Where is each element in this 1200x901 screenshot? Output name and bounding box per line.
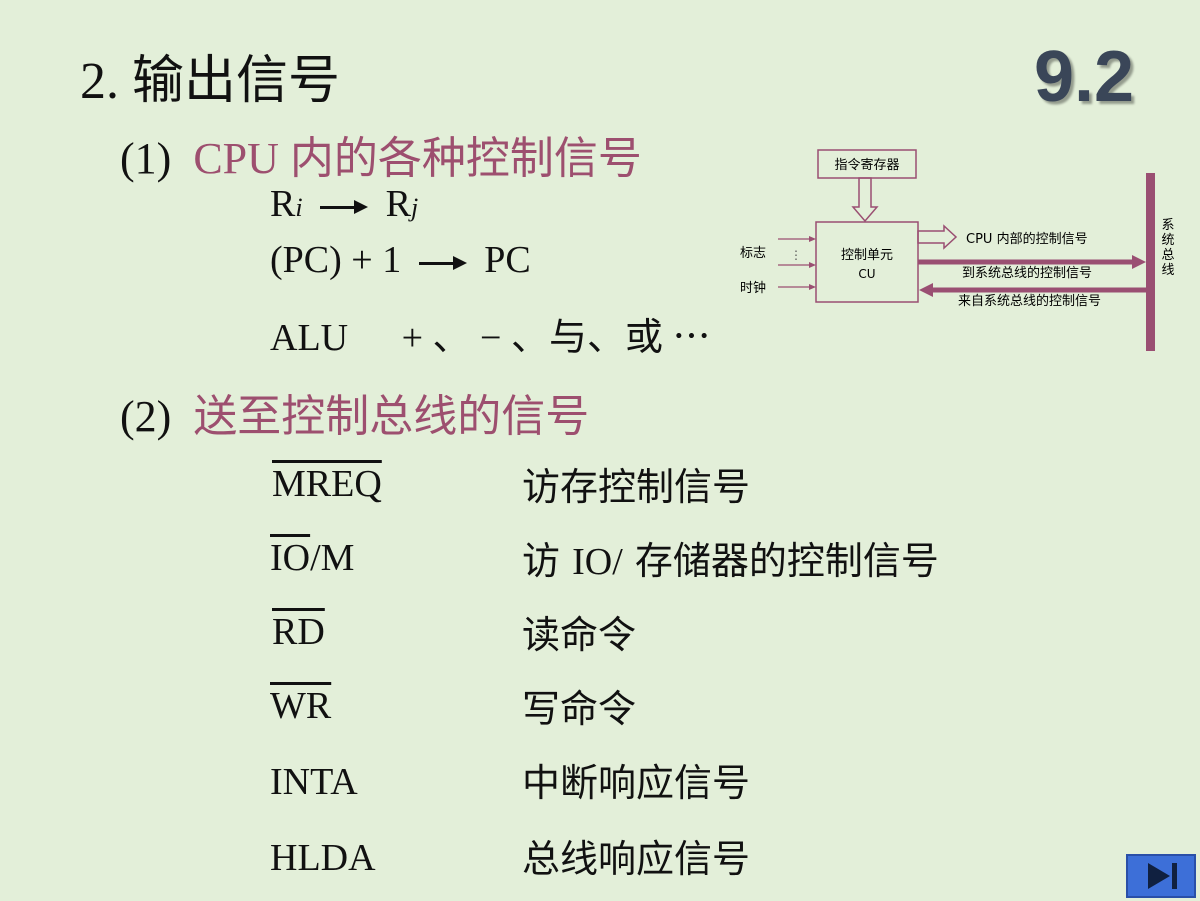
signal-name: RD <box>272 611 325 653</box>
signal-name-overline: IO <box>270 537 311 579</box>
arrow-head-icon <box>809 262 816 268</box>
arrow-icon <box>320 197 369 217</box>
formula2-left: (PC) + 1 <box>270 239 402 281</box>
formula1-right: R <box>385 183 411 225</box>
signal-desc-a: 访 <box>522 539 561 583</box>
bus-label-char-4: 线 <box>1161 263 1174 278</box>
formula3-name: ALU <box>270 317 349 359</box>
instruction-register-label: 指令寄存器 <box>834 157 899 173</box>
cu-label-line1: 控制单元 <box>841 248 893 263</box>
right-arrow-icon <box>1132 255 1146 269</box>
signal-io-m: IO/M <box>270 536 354 580</box>
formula3-ops: + 、 − 、与、或 ⋯ <box>401 317 711 359</box>
signal-desc-b: 存储器的控制信号 <box>634 539 939 583</box>
part2-heading-text: 送至控制总线的信号 <box>193 392 590 441</box>
formula-alu: ALU + 、 − 、与、或 ⋯ <box>270 306 710 361</box>
part2-label: (2) <box>120 392 172 441</box>
clock-label: 时钟 <box>740 280 766 296</box>
left-arrow-icon <box>919 283 933 297</box>
formula1-left: R <box>270 183 296 225</box>
signal-desc: 中断响应信号 <box>522 761 751 805</box>
signal-desc-io: IO/ <box>572 541 623 583</box>
bus-label-char-1: 系 <box>1161 218 1174 233</box>
signal-rd: RD <box>272 610 325 654</box>
signal-wr: WR <box>270 684 331 728</box>
system-bus-bar <box>1146 173 1155 351</box>
arrow-head-icon <box>809 236 816 242</box>
from-bus-label: 来自系统总线的控制信号 <box>958 293 1101 309</box>
bus-label-char-2: 统 <box>1161 233 1174 248</box>
arrow-head-icon <box>809 284 816 290</box>
flags-label: 标志 <box>740 246 766 261</box>
signal-hlda: HLDA <box>270 837 376 879</box>
signal-name-rest: /M <box>310 537 355 579</box>
to-bus-label: 到系统总线的控制信号 <box>962 265 1092 281</box>
signal-desc: 写命令 <box>522 687 637 731</box>
cu-label-line2: CU <box>858 267 875 281</box>
hollow-right-arrow-icon <box>917 224 958 250</box>
formula1-right-sub: j <box>410 193 419 222</box>
formula1-left-sub: i <box>295 193 303 222</box>
formula-reg-transfer: Ri Rj <box>270 182 418 226</box>
internal-signal-label: CPU 内部的控制信号 <box>966 231 1088 247</box>
signal-mreq: MREQ <box>272 462 382 506</box>
bus-label-char-3: 总 <box>1161 248 1174 263</box>
signal-name: MREQ <box>272 463 382 505</box>
next-end-icon <box>1148 863 1177 889</box>
control-unit-diagram: 指令寄存器 控制单元 CU 标志 ⋮ 时钟 CPU 内部的控制信号 到系统总线的… <box>740 149 1175 351</box>
hollow-down-arrow-icon <box>851 177 879 223</box>
next-slide-button[interactable] <box>1126 854 1196 898</box>
signal-name: WR <box>270 685 332 727</box>
arrow-icon <box>418 253 467 273</box>
signal-desc: 读命令 <box>522 613 637 657</box>
part1-heading: (1) CPU 内的各种控制信号 <box>120 122 642 186</box>
part1-heading-text: CPU 内的各种控制信号 <box>193 134 642 183</box>
signal-desc: 总线响应信号 <box>522 837 751 881</box>
part2-heading: (2) 送至控制总线的信号 <box>120 380 589 444</box>
section-number: 9.2 <box>1034 37 1135 117</box>
page-title: 2. 输出信号 <box>80 53 341 110</box>
formula2-right: PC <box>484 239 531 281</box>
signal-desc: 访 IO/ 存储器的控制信号 <box>522 530 939 585</box>
formula-pc-increment: (PC) + 1 PC <box>270 238 531 282</box>
signal-desc: 访存控制信号 <box>522 465 751 509</box>
signal-inta: INTA <box>270 761 358 803</box>
dots-icon: ⋮ <box>790 248 802 262</box>
part1-label: (1) <box>120 134 172 183</box>
